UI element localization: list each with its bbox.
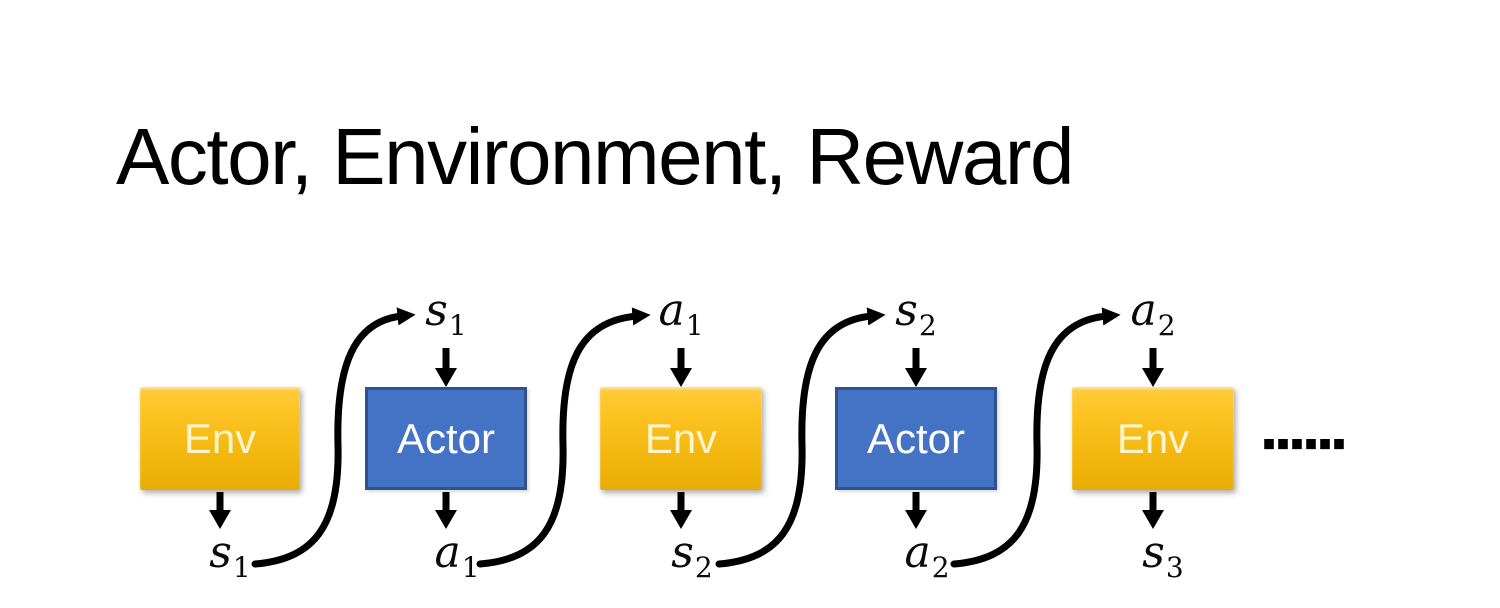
bottom-label-s1: s1 xyxy=(209,531,250,582)
bottom-label-a1-base: a xyxy=(434,527,461,578)
bottom-label-s3-sub: 3 xyxy=(1165,551,1184,584)
top-label-a2-sub: 2 xyxy=(1157,309,1176,342)
bottom-label-s3-base: s xyxy=(1142,527,1165,578)
bottom-label-a2-base: a xyxy=(904,527,931,578)
bottom-label-s3: s3 xyxy=(1142,531,1183,582)
bottom-label-s1-base: s xyxy=(209,527,232,578)
bottom-label-a1-sub: 1 xyxy=(461,551,480,584)
down-arrow-out-actor-1 xyxy=(435,492,457,529)
top-label-a1-base: a xyxy=(658,285,685,336)
down-arrow-into-env-3 xyxy=(1142,348,1164,387)
top-label-a2-base: a xyxy=(1130,285,1157,336)
down-arrow-out-actor-2 xyxy=(905,492,927,529)
top-label-s1-base: s xyxy=(425,285,448,336)
env-box-1: Env xyxy=(140,387,300,490)
actor-box-2: Actor xyxy=(835,387,997,490)
top-label-s1-sub: 1 xyxy=(448,309,467,342)
slide-title: Actor, Environment, Reward xyxy=(116,112,1074,201)
top-label-s1: s1 xyxy=(425,289,466,340)
env-box-3: Env xyxy=(1072,387,1234,490)
top-label-s2: s2 xyxy=(895,289,936,340)
top-label-a1: a1 xyxy=(658,289,703,340)
bottom-label-s2: s2 xyxy=(671,531,712,582)
bottom-label-a2: a2 xyxy=(904,531,949,582)
down-arrow-out-env-1 xyxy=(209,492,231,529)
down-arrow-into-actor-1 xyxy=(435,348,457,387)
continuation-ellipsis: …… xyxy=(1261,409,1347,458)
top-label-s2-sub: 2 xyxy=(918,309,937,342)
actor-box-1: Actor xyxy=(365,387,527,490)
env-box-2: Env xyxy=(600,387,762,490)
top-label-s2-base: s xyxy=(895,285,918,336)
down-arrow-into-actor-2 xyxy=(905,348,927,387)
down-arrow-into-env-2 xyxy=(670,348,692,387)
down-arrow-out-env-3 xyxy=(1142,492,1164,529)
bottom-label-s1-sub: 1 xyxy=(232,551,251,584)
bottom-label-a2-sub: 2 xyxy=(931,551,950,584)
bottom-label-a1: a1 xyxy=(434,531,479,582)
top-label-a1-sub: 1 xyxy=(685,309,704,342)
down-arrow-out-env-2 xyxy=(670,492,692,529)
bottom-label-s2-base: s xyxy=(671,527,694,578)
top-label-a2: a2 xyxy=(1130,289,1175,340)
bottom-label-s2-sub: 2 xyxy=(694,551,713,584)
